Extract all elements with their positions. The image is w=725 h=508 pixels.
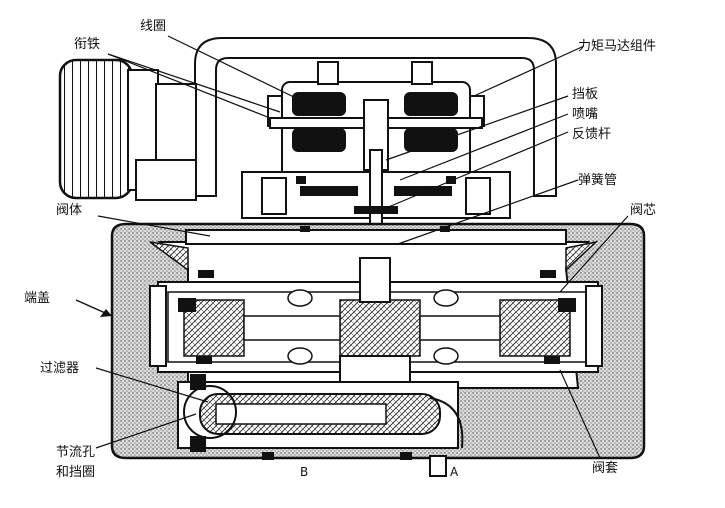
label-spring-tube: 弹簧管 xyxy=(578,172,617,188)
label-end-cap: 端盖 xyxy=(24,291,50,306)
electrical-connector xyxy=(58,58,197,201)
label-baffle: 挡板 xyxy=(572,87,598,102)
label-port-b: B xyxy=(300,465,308,479)
spool-sleeve xyxy=(157,257,599,387)
end-cap-arrow xyxy=(75,299,113,317)
label-valve-body: 阀体 xyxy=(56,203,82,218)
label-orifice-line1: 节流孔 xyxy=(56,445,95,460)
label-port-a: A xyxy=(450,465,459,479)
coil-armature-assembly xyxy=(267,61,485,179)
label-coil: 线圈 xyxy=(140,19,166,34)
label-orifice-line2: 和挡圈 xyxy=(56,465,95,480)
label-sleeve: 阀套 xyxy=(592,460,618,476)
leader-lines xyxy=(95,35,629,459)
label-feedback-rod: 反馈杆 xyxy=(572,127,611,142)
label-armature: 衔铁 xyxy=(74,37,100,52)
label-filter: 过滤器 xyxy=(40,361,79,376)
label-nozzle: 喷嘴 xyxy=(572,107,598,122)
end-caps xyxy=(149,285,603,367)
label-torque-motor: 力矩马达组件 xyxy=(578,39,656,54)
filter-assembly xyxy=(177,374,464,477)
label-spool: 阀芯 xyxy=(630,203,656,218)
